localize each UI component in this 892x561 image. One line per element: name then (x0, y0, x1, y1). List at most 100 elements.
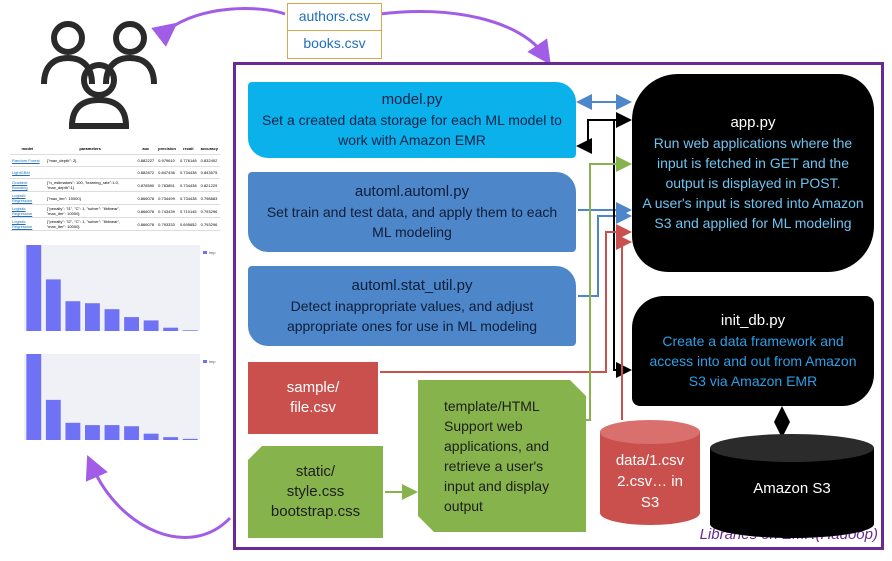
table-header-cell: accuracy (198, 143, 220, 155)
data-line1: data/1.csv (615, 452, 685, 469)
data-csv-cylinder: data/1.csv 2.csv… in S3 (600, 420, 700, 525)
bar (163, 327, 179, 331)
emr-libraries-frame (233, 62, 884, 550)
table-header-cell: auc (135, 143, 157, 155)
automl-title: automl.automl.py (354, 183, 470, 200)
sample-line2: file.csv (290, 399, 336, 416)
init-desc: Create a data framework and access into … (649, 333, 857, 389)
model-py-box: model.py Set a created data storage for … (248, 82, 576, 158)
statutil-title: automl.stat_util.py (351, 277, 473, 294)
bar (104, 425, 120, 440)
table-header-cell: recall (177, 143, 199, 155)
template-desc: Support web applications, and retrieve a… (444, 418, 550, 514)
s3-label: Amazon S3 (753, 480, 831, 497)
table-cell: 0.821229 (198, 178, 220, 192)
feature-importance-chart-1: imp (24, 245, 216, 331)
bar (124, 426, 139, 440)
bar (26, 245, 42, 331)
table-header-cell: model (10, 143, 45, 155)
table-cell: 0.743439 (156, 204, 178, 218)
table-cell: Logistic Regression (10, 217, 45, 231)
sample-file-box: sample/ file.csv (248, 362, 378, 434)
table-cell: 0.695652 (177, 217, 199, 231)
bar (65, 422, 81, 440)
table-cell: 0.783851 (156, 178, 178, 192)
bar (143, 433, 159, 440)
bar (45, 279, 61, 331)
bar (85, 425, 100, 440)
bar (124, 317, 139, 331)
s3-cylinder-shape (710, 434, 874, 538)
legend-swatch (203, 251, 207, 254)
table-cell: 0.734438 (177, 166, 199, 179)
bar (163, 437, 179, 440)
sample-line1: sample/ (286, 379, 340, 396)
table-header-cell: parameters (44, 143, 136, 155)
table-row: Gradient Boosting{"n_estimators": 100, "… (10, 178, 220, 192)
bar (26, 354, 42, 440)
curve-frame-to-thumbs (85, 455, 232, 539)
stat-util-py-box: automl.stat_util.py Detect inappropriate… (248, 266, 576, 346)
table-cell: {"penalty": "l1", "C": 1, "solver": "lib… (44, 204, 136, 218)
template-title: template/HTML (444, 398, 540, 414)
arrow-template-app (586, 156, 632, 421)
table-row: Logistic Regression{"penalty": "l2", "C"… (10, 217, 220, 231)
legend-swatch (203, 360, 207, 363)
table-cell: 0.776148 (177, 154, 199, 167)
table-cell: {"penalty": "l2", "C": 1, "solver": "lib… (44, 217, 136, 231)
table-cell: 0.866078 (135, 204, 157, 218)
table-header-cell: precision (156, 143, 178, 155)
curve-csv-to-frame (379, 9, 551, 65)
legend-label: imp (209, 359, 216, 364)
table-cell: Logistic Regression (10, 204, 45, 218)
app-desc1: Run web applications where the input is … (653, 135, 853, 191)
arrow-sample-app (380, 224, 632, 373)
static-css-box: static/ style.css bootstrap.css (248, 446, 383, 538)
curve-people-to-csv (151, 7, 286, 47)
table-cell: {"max_depth": 2} (44, 154, 136, 167)
table-cell: Gradient Boosting (10, 178, 45, 192)
bar (182, 438, 198, 440)
automl-py-box: automl.automl.py Set train and test data… (248, 172, 576, 252)
table-cell: 0.882872 (135, 166, 157, 179)
amazon-s3-cylinder: Amazon S3 (710, 434, 874, 538)
table-cell: 0.866078 (135, 191, 157, 205)
table-cell: 0.793296 (198, 217, 220, 231)
table-cell: {"max_iter": 10000} (44, 191, 136, 205)
table-cell (44, 166, 136, 179)
table-cell: 0.793296 (198, 204, 220, 218)
table-row: Logistic Regression{"max_iter": 10000}0.… (10, 191, 220, 205)
bar (182, 330, 198, 331)
table-cell: 0.878590 (135, 178, 157, 192)
table-cell: 0.798883 (198, 191, 220, 205)
table-cell: 0.734438 (177, 178, 199, 192)
table-cell: 0.866078 (135, 217, 157, 231)
bar (45, 399, 61, 440)
books-csv-file: books.csv (287, 30, 382, 59)
feature-importance-chart-2: imp (24, 354, 216, 440)
template-html-box: template/HTML Support web applications, … (418, 380, 586, 532)
table-cell: 0.710145 (177, 204, 199, 218)
table-cell: LightGBM (10, 166, 45, 179)
table-cell: Random Forest (10, 154, 45, 167)
init-db-py-box: init_db.py Create a data framework and a… (632, 296, 874, 406)
table-cell: 0.832402 (198, 154, 220, 167)
table-cell: 0.734499 (156, 191, 178, 205)
static-line3: bootstrap.css (270, 503, 361, 520)
cylinder-shape (600, 420, 700, 525)
table-cell: 0.847436 (156, 166, 178, 179)
table-cell: 0.734438 (177, 191, 199, 205)
automl-desc: Set train and test data, and apply them … (266, 204, 558, 240)
table-cell: 0.979610 (156, 154, 178, 167)
bar (65, 301, 81, 331)
static-line1: static/ (295, 463, 336, 480)
bar (104, 309, 120, 331)
users-group-icon (41, 21, 157, 129)
arrow-init-black (613, 120, 632, 378)
bar (143, 320, 159, 331)
